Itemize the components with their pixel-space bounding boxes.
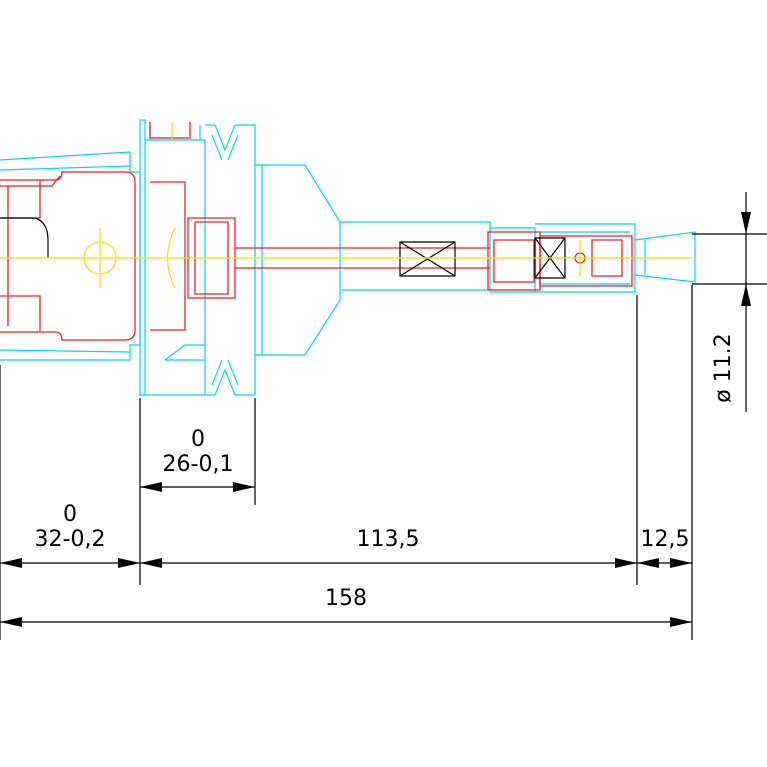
dim-32-upper-tolerance: 0 <box>63 502 77 527</box>
dim-12-value: 12,5 <box>641 527 690 552</box>
dim-32-value: 32-0,2 <box>35 527 106 552</box>
dim-diameter-value: ø 11.2 <box>711 333 736 402</box>
dimension-26: 0 26-0,1 <box>140 427 255 492</box>
dim-26-upper-tolerance: 0 <box>191 427 205 452</box>
extension-lines <box>0 233 767 640</box>
dimension-158: 158 <box>0 586 692 627</box>
dimension-chain: 0 32-0,2 113,5 12,5 <box>0 502 692 568</box>
centerlines <box>0 122 692 289</box>
internal-components <box>0 122 633 341</box>
dim-113-value: 113,5 <box>357 527 420 552</box>
dim-26-value: 26-0,1 <box>163 452 234 477</box>
dimension-diameter: ø 11.2 <box>711 192 751 412</box>
dim-158-value: 158 <box>325 586 367 611</box>
